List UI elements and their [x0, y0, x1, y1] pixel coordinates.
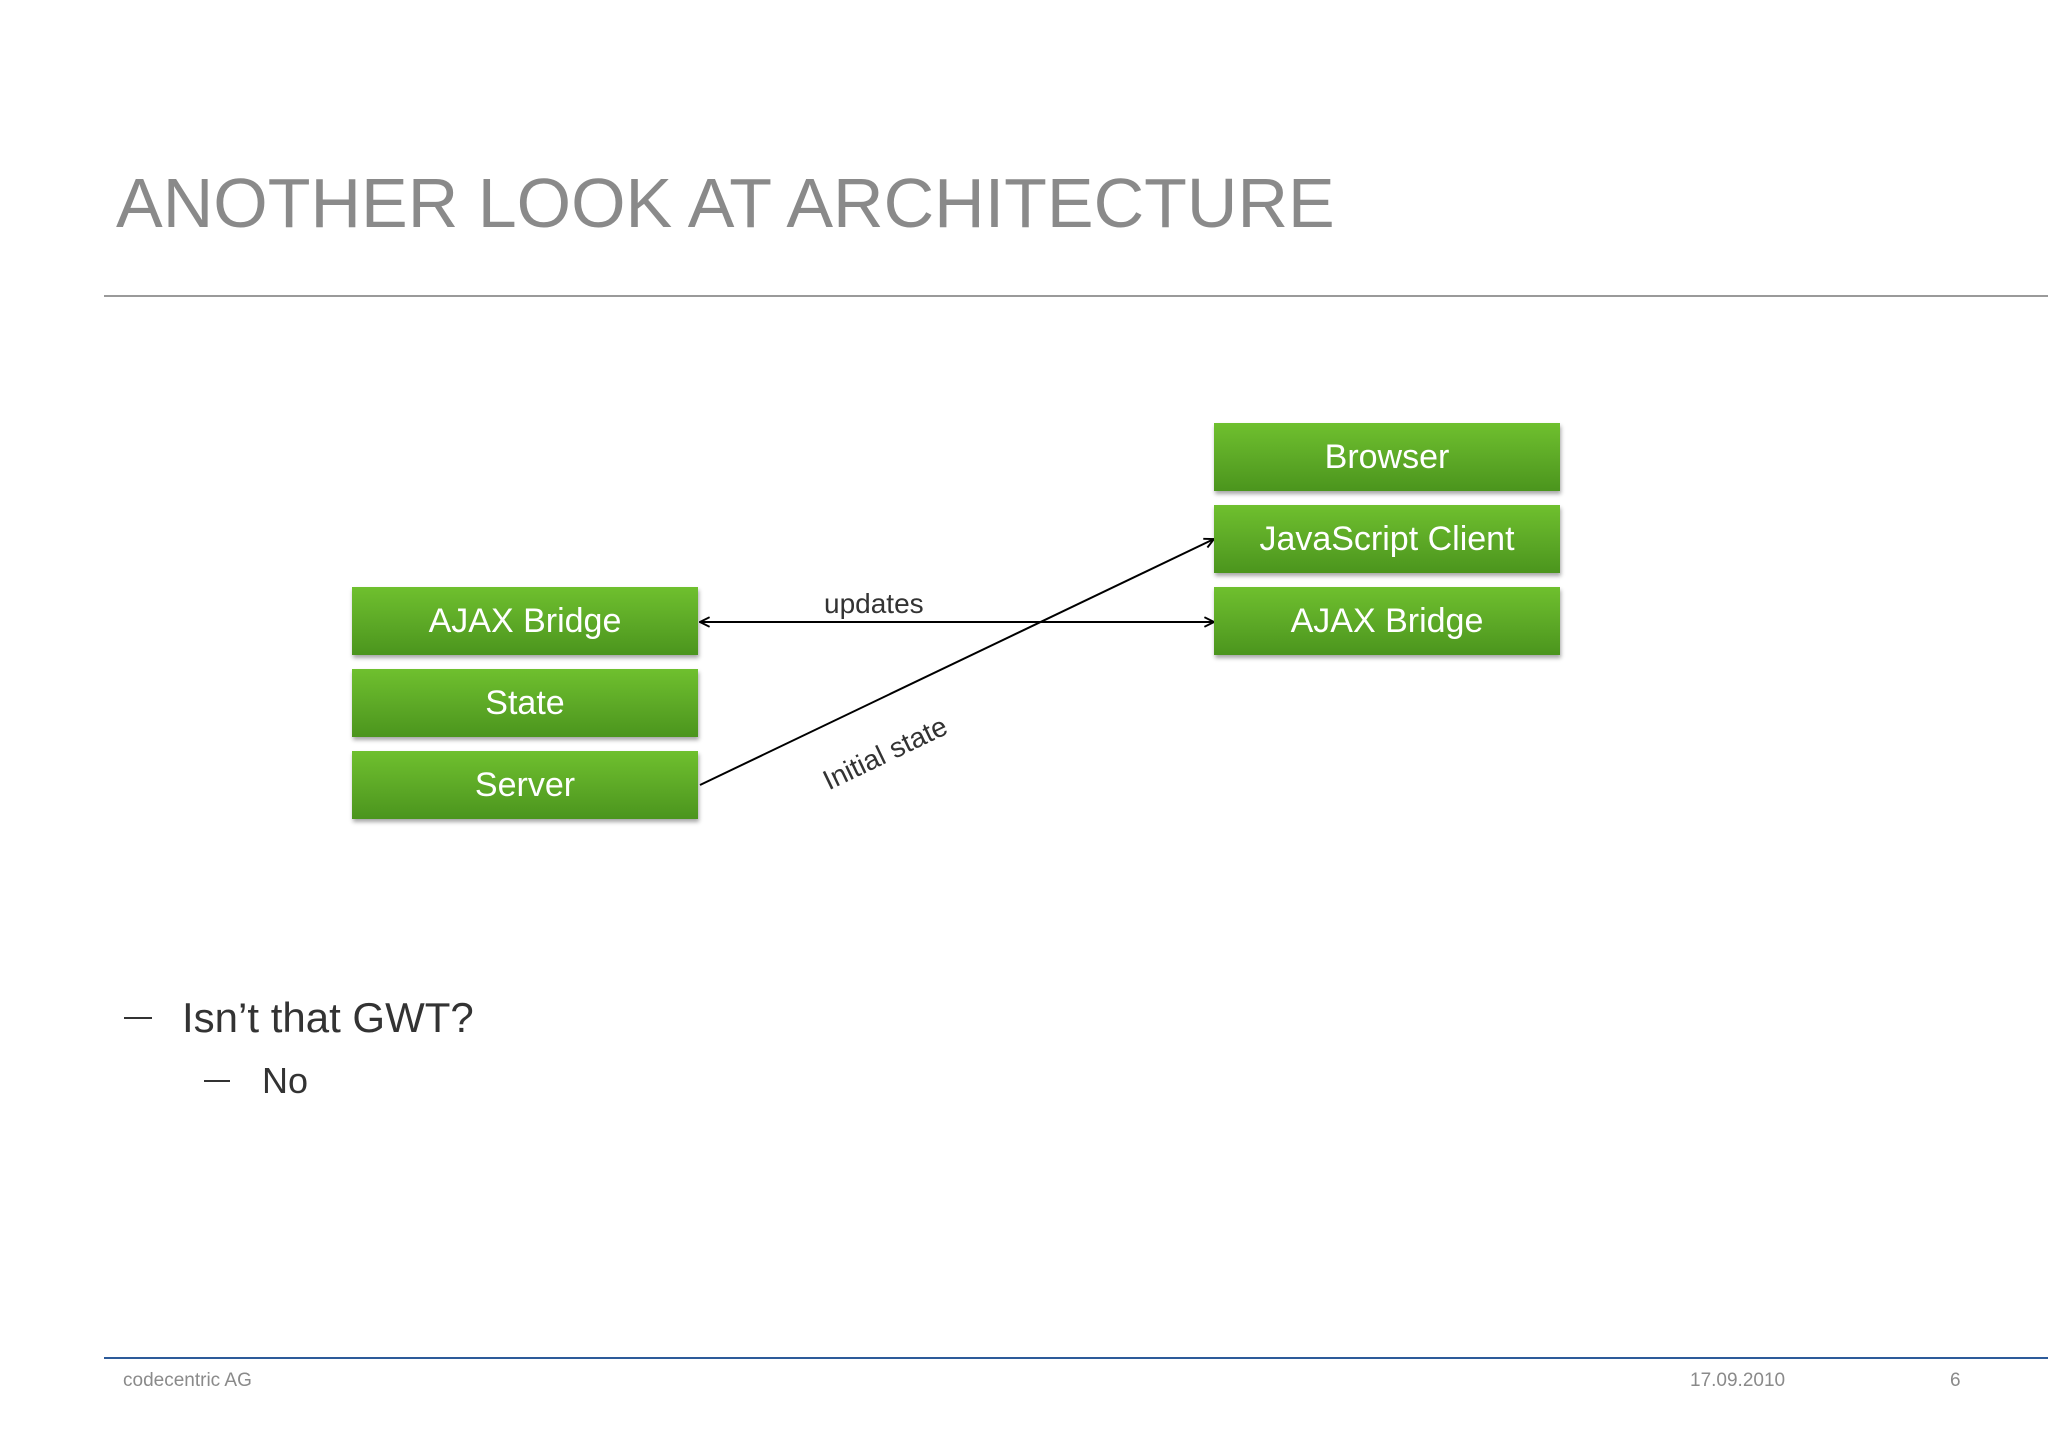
footer-divider — [104, 1357, 2048, 1359]
footer-date: 17.09.2010 — [1690, 1370, 1786, 1391]
bullet-text: Isn’t that GWT? — [182, 994, 474, 1041]
javascript-client-box: JavaScript Client — [1214, 505, 1560, 573]
initial-state-arrow — [699, 539, 1214, 786]
bullet-dash — [124, 1017, 152, 1019]
bullet-level-2: No — [204, 1060, 308, 1102]
slide-title: ANOTHER LOOK AT ARCHITECTURE — [116, 164, 1335, 242]
server-ajax-bridge-box: AJAX Bridge — [352, 587, 698, 655]
title-divider — [104, 295, 2048, 297]
state-box: State — [352, 669, 698, 737]
server-box: Server — [352, 751, 698, 819]
bullet-dash — [204, 1080, 230, 1082]
bullet-text: No — [262, 1060, 309, 1101]
footer-page-number: 6 — [1950, 1370, 1961, 1391]
updates-label: updates — [824, 588, 924, 619]
client-ajax-bridge-box: AJAX Bridge — [1214, 587, 1560, 655]
footer-company: codecentric AG — [123, 1370, 252, 1391]
browser-box: Browser — [1214, 423, 1560, 491]
bullet-level-1: Isn’t that GWT? — [124, 994, 474, 1042]
